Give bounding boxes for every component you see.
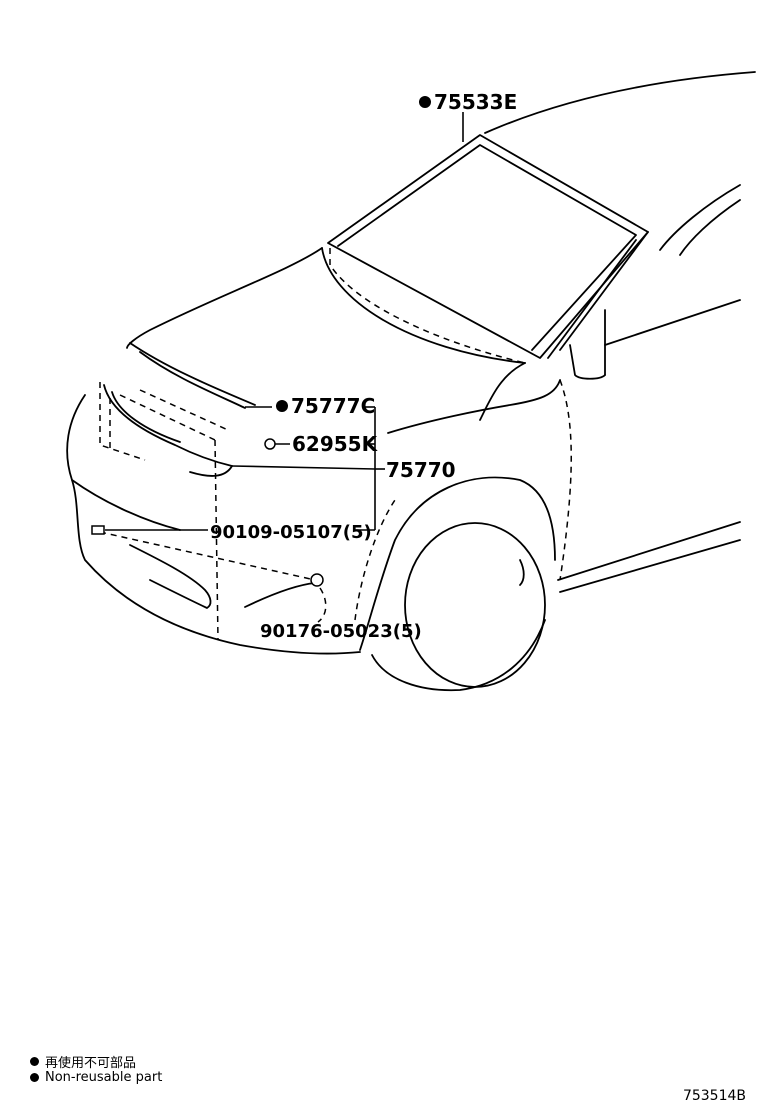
legend-en-text: Non-reusable part (45, 1070, 163, 1085)
legend-cn-text: 再使用不可部品 (45, 1056, 137, 1071)
fastener-glyphs (91, 438, 324, 587)
part-label-62955k: 62955K (292, 432, 379, 456)
part-label-90109-05107: 90109-05107(5) (210, 522, 372, 543)
car-outline (66, 71, 756, 692)
legend-cn: 再使用不可部品 (30, 1052, 136, 1071)
nut-90176-icon (310, 573, 324, 587)
non-reusable-dot-icon (30, 1073, 39, 1082)
part-label-75770: 75770 (386, 458, 456, 482)
leader-lines (105, 112, 464, 531)
non-reusable-marker (419, 96, 431, 108)
diagram-code: 753514B (682, 1088, 746, 1104)
screw-90109-icon (91, 525, 105, 535)
part-label-75777c: 75777C (291, 394, 375, 418)
non-reusable-dot-icon (30, 1057, 39, 1066)
part-label-90176-05023: 90176-05023(5) (260, 621, 422, 642)
clip-62955k-icon (264, 438, 276, 450)
legend-en: Non-reusable part (30, 1070, 162, 1085)
part-label-75533e: 75533E (434, 90, 517, 114)
hidden-lines (99, 248, 572, 641)
non-reusable-marker (276, 400, 288, 412)
